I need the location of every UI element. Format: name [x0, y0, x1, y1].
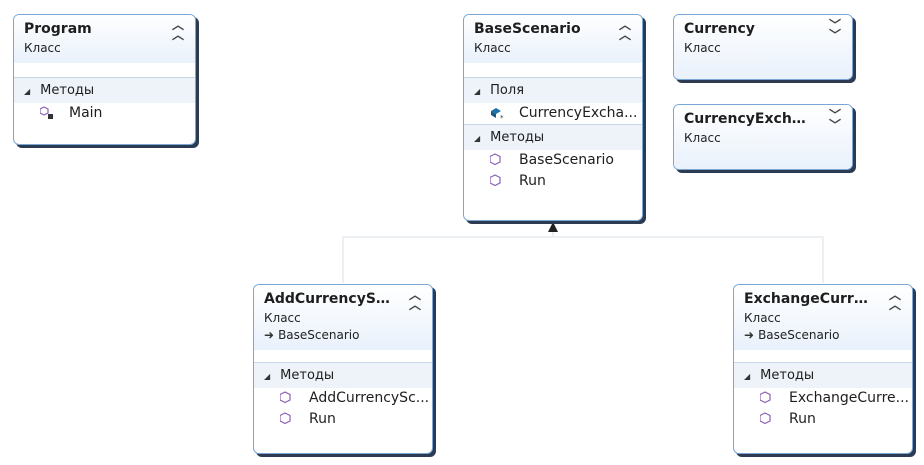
- method-item[interactable]: BaseScenario: [464, 150, 642, 171]
- method-icon: [280, 391, 291, 404]
- method-item[interactable]: Run: [464, 171, 642, 192]
- method-item[interactable]: ExchangeCurre...: [734, 388, 912, 409]
- class-kind: Класс: [684, 131, 721, 145]
- class-kind: Класс: [684, 41, 721, 55]
- inherits-arrow-icon: ➜: [264, 328, 275, 342]
- class-title: Program: [24, 21, 92, 37]
- collapse-chevron-icon[interactable]: ︿︿: [171, 18, 184, 42]
- class-kind: Класс: [24, 41, 61, 55]
- expand-chevron-icon[interactable]: ﹀﹀: [828, 108, 841, 132]
- class-addcurrencyscenario[interactable]: AddCurrencySce... Класс ➜BaseScenario ︿︿…: [253, 284, 433, 454]
- class-kind: Класс: [474, 41, 511, 55]
- methods-section-header[interactable]: ◢Методы: [464, 124, 642, 150]
- method-icon: [490, 153, 501, 166]
- method-icon: [760, 412, 771, 425]
- inherits-arrow-icon: ➜: [744, 328, 755, 342]
- class-program[interactable]: Program Класс ︿︿ ◢Методы Main: [13, 14, 196, 145]
- method-item[interactable]: Run: [254, 409, 432, 430]
- class-kind: Класс: [264, 311, 301, 325]
- methods-section-header[interactable]: ◢Методы: [14, 77, 195, 103]
- svg-text:*: *: [500, 114, 504, 120]
- methods-section-header[interactable]: ◢Методы: [254, 362, 432, 388]
- method-icon: [490, 174, 501, 187]
- method-icon: [280, 412, 291, 425]
- collapse-chevron-icon[interactable]: ︿︿: [888, 288, 901, 312]
- method-item[interactable]: Main: [14, 103, 195, 124]
- class-kind: Класс: [744, 311, 781, 325]
- collapse-chevron-icon[interactable]: ︿︿: [618, 18, 631, 42]
- method-item[interactable]: Run: [734, 409, 912, 430]
- base-class-reference: ➜BaseScenario: [264, 328, 360, 342]
- collapse-chevron-icon[interactable]: ︿︿: [408, 288, 421, 312]
- field-item[interactable]: * CurrencyExcha...: [464, 103, 642, 124]
- expand-chevron-icon[interactable]: ﹀﹀: [828, 18, 841, 42]
- class-exchangecurrencyscenario[interactable]: ExchangeCurren... Класс ➜BaseScenario ︿︿…: [733, 284, 913, 454]
- methods-section-header[interactable]: ◢Методы: [734, 362, 912, 388]
- method-icon: [760, 391, 771, 404]
- field-icon: *: [491, 108, 504, 120]
- class-title: BaseScenario: [474, 21, 581, 37]
- base-class-reference: ➜BaseScenario: [744, 328, 840, 342]
- class-title: AddCurrencySce...: [264, 291, 392, 307]
- class-title: ExchangeCurren...: [744, 291, 872, 307]
- class-currencyexchange[interactable]: CurrencyExchan... Класс ﹀﹀: [673, 104, 853, 170]
- class-basescenario[interactable]: BaseScenario Класс ︿︿ ◢Поля * CurrencyEx…: [463, 14, 643, 221]
- inheritance-arrowhead: [548, 222, 558, 232]
- private-method-icon: [40, 106, 53, 119]
- class-title: CurrencyExchan...: [684, 111, 812, 127]
- class-currency[interactable]: Currency Класс ﹀﹀: [673, 14, 853, 80]
- class-title: Currency: [684, 21, 755, 37]
- method-item[interactable]: AddCurrencySc...: [254, 388, 432, 409]
- fields-section-header[interactable]: ◢Поля: [464, 77, 642, 103]
